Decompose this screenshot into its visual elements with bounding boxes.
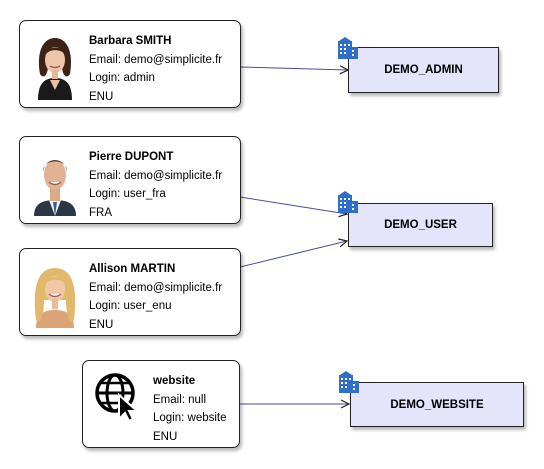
user-card-barbara[interactable]: Barbara SMITH Email: demo@simplicite.fr …	[19, 20, 241, 108]
user-name: Barbara SMITH	[89, 35, 172, 47]
user-info: website Email: null Login: website ENU	[153, 372, 227, 446]
edge-pierre-user	[239, 196, 347, 214]
building-icon	[338, 37, 358, 59]
user-login: Login: admin	[89, 72, 155, 84]
user-info: Pierre DUPONT Email: demo@simplicite.fr …	[89, 148, 222, 222]
group-label: DEMO_ADMIN	[384, 64, 463, 76]
user-info: Barbara SMITH Email: demo@simplicite.fr …	[89, 32, 222, 106]
group-demo-admin[interactable]: DEMO_ADMIN	[348, 47, 499, 93]
user-language: ENU	[89, 318, 114, 331]
user-name: website	[153, 375, 196, 387]
user-card-allison[interactable]: Allison MARTIN Email: demo@simplicite.fr…	[19, 248, 241, 336]
user-language: FRA	[89, 206, 112, 219]
building-icon	[339, 371, 359, 393]
user-email: Email: demo@simplicite.fr	[89, 53, 223, 66]
user-email: Email: demo@simplicite.fr	[89, 169, 223, 182]
man-suit-photo	[28, 144, 82, 216]
user-login: Login: user_enu	[89, 300, 172, 312]
woman-blonde-photo	[28, 256, 82, 328]
group-label: DEMO_WEBSITE	[390, 398, 484, 411]
group-demo-website[interactable]: DEMO_WEBSITE	[350, 382, 524, 427]
group-demo-user[interactable]: DEMO_USER	[348, 203, 493, 247]
user-card-website[interactable]: website Email: null Login: website ENU	[82, 360, 240, 448]
user-name: Pierre DUPONT	[89, 151, 174, 163]
building-icon	[338, 191, 358, 213]
web-globe-cursor-icon	[93, 371, 143, 421]
edge-barbara-admin	[239, 67, 348, 70]
user-info: Allison MARTIN Email: demo@simplicite.fr…	[89, 260, 222, 334]
woman-brunette-photo	[28, 28, 82, 100]
user-login: Login: website	[153, 412, 227, 424]
user-language: ENU	[153, 430, 178, 443]
edge-allison-user	[239, 241, 347, 268]
user-language: ENU	[89, 90, 114, 103]
user-email: Email: null	[153, 393, 207, 406]
user-email: Email: demo@simplicite.fr	[89, 281, 223, 294]
user-card-pierre[interactable]: Pierre DUPONT Email: demo@simplicite.fr …	[19, 136, 241, 224]
user-login: Login: user_fra	[89, 188, 166, 200]
group-label: DEMO_USER	[384, 219, 457, 231]
user-name: Allison MARTIN	[89, 263, 176, 275]
